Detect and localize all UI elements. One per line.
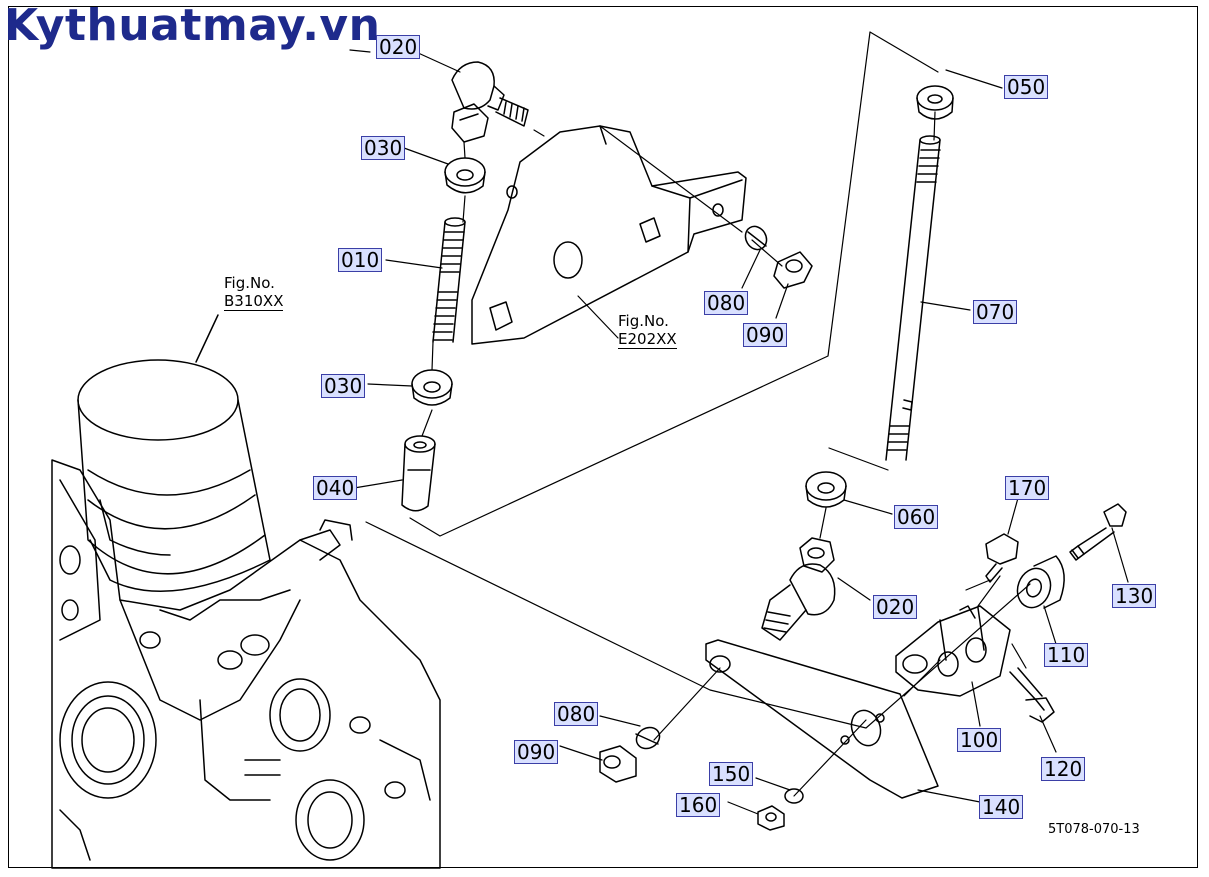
part-label-140[interactable]: 140: [979, 795, 1024, 819]
upper-washer-nut: [744, 225, 813, 289]
part-label-010[interactable]: 010: [338, 248, 383, 272]
part-label-080-upper[interactable]: 080: [704, 291, 749, 315]
figure-ref-e202[interactable]: Fig.No. E202XX: [618, 312, 677, 349]
part-label-160[interactable]: 160: [676, 793, 721, 817]
drawing-code: 5T078-070-13: [1048, 822, 1140, 837]
bracket-e202: [471, 125, 747, 345]
clamp-assembly: [895, 503, 1127, 723]
engine-block: [51, 459, 441, 869]
lever-plate-140: [705, 639, 939, 799]
figure-ref-code: E202XX: [618, 330, 677, 349]
part-label-050[interactable]: 050: [1004, 75, 1049, 99]
part-label-090-upper[interactable]: 090: [743, 323, 788, 347]
right-rod-assembly: [761, 85, 954, 641]
part-label-100[interactable]: 100: [957, 728, 1002, 752]
part-label-060[interactable]: 060: [894, 505, 939, 529]
drawing-frame: [8, 6, 1198, 868]
figure-ref-label: Fig.No.: [618, 312, 669, 330]
part-label-030-upper[interactable]: 030: [361, 136, 406, 160]
figure-ref-code: B310XX: [224, 292, 284, 311]
figure-ref-b310[interactable]: Fig.No. B310XX: [224, 274, 284, 311]
part-label-020-lower[interactable]: 020: [873, 595, 918, 619]
part-label-020-upper[interactable]: 020: [376, 35, 421, 59]
part-label-070[interactable]: 070: [973, 300, 1018, 324]
part-label-170[interactable]: 170: [1005, 476, 1050, 500]
part-label-090-lower[interactable]: 090: [514, 740, 559, 764]
lower-washer-nut: [599, 726, 804, 831]
figure-ref-label: Fig.No.: [224, 274, 275, 292]
oil-filter: [77, 359, 271, 592]
part-label-040[interactable]: 040: [313, 476, 358, 500]
part-label-130[interactable]: 130: [1112, 584, 1157, 608]
part-label-120[interactable]: 120: [1041, 757, 1086, 781]
part-label-030-lower[interactable]: 030: [321, 374, 366, 398]
part-label-080-lower[interactable]: 080: [554, 702, 599, 726]
left-rod-assembly: [401, 61, 529, 512]
watermark-logo: Kythuatmay.vn: [4, 0, 381, 51]
part-label-110[interactable]: 110: [1044, 643, 1089, 667]
fig-b310-leader: [195, 314, 219, 363]
assembly-lines: [349, 31, 1129, 815]
part-label-150[interactable]: 150: [709, 762, 754, 786]
